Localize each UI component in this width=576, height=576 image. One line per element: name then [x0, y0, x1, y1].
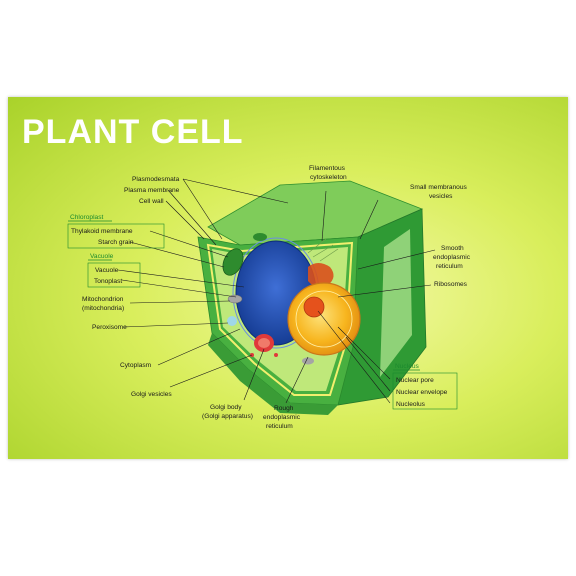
labels: Plasmodesmata Plasma membrane Cell wall …: [70, 165, 471, 430]
cytoskeleton-lines: [307, 238, 339, 262]
label-mitochondrion-2: (mitochondria): [82, 305, 124, 312]
label-smooth-er-2: endoplasmic: [433, 254, 471, 261]
chloroplast-small-shape: [253, 233, 267, 241]
label-thylakoid: Thylakoid membrane: [71, 228, 133, 235]
peroxisome-shape: [227, 316, 237, 326]
label-smooth-er-3: reticulum: [436, 263, 463, 270]
label-smooth-er-1: Smooth: [441, 245, 464, 252]
cell-block: [197, 180, 427, 415]
golgi-vesicle-shape-2: [274, 353, 278, 357]
label-nuclear-envelope: Nuclear envelope: [396, 389, 448, 396]
rough-er-shape: [308, 263, 334, 288]
label-nucleolus: Nucleolus: [396, 401, 426, 408]
label-cell-wall: Cell wall: [139, 198, 164, 205]
cell-lower-slab: [208, 333, 338, 415]
label-rough-er-2: endoplasmic: [263, 414, 301, 421]
plant-cell-poster: PLANT CELL: [8, 97, 568, 459]
label-plasma-membrane: Plasma membrane: [124, 187, 180, 194]
label-rough-er-1: Rough: [274, 405, 294, 412]
nucleus-group-box: [392, 372, 458, 410]
label-nuclear-pore: Nuclear pore: [396, 377, 434, 384]
label-small-membranous-1: Small membranous: [410, 184, 468, 191]
label-filamentous-1: Filamentous: [309, 165, 346, 172]
label-ribosomes: Ribosomes: [434, 281, 468, 288]
label-chloroplast-group: Chloroplast: [70, 214, 104, 221]
label-starch: Starch grain: [98, 239, 134, 246]
label-vacuole: Vacuole: [95, 267, 119, 274]
label-small-membranous-2: vesicles: [429, 193, 453, 200]
label-nucleus-group: Nucleus: [395, 363, 420, 370]
label-peroxisome: Peroxisome: [92, 324, 127, 331]
label-plasmodesmata: Plasmodesmata: [132, 176, 180, 183]
group-boxes: [67, 220, 458, 410]
label-cytoplasm: Cytoplasm: [120, 362, 152, 369]
mitochondrion-shape: [227, 294, 243, 304]
label-filamentous-2: cytoskeleton: [310, 174, 347, 181]
plant-cell-diagram: Plasmodesmata Plasma membrane Cell wall …: [67, 165, 471, 430]
chloroplast-group-box: [67, 223, 165, 249]
nuclear-envelope-shape: [295, 290, 353, 348]
mitochondrion-shape-2: [302, 357, 314, 365]
label-mitochondrion-1: Mitochondrion: [82, 296, 124, 303]
label-golgi-vesicles: Golgi vesicles: [131, 391, 172, 398]
cell-right-highlight: [380, 229, 412, 377]
label-golgi-body-2: (Golgi apparatus): [202, 413, 253, 420]
vacuole-group-box: [87, 262, 141, 288]
golgi-body-shape: [254, 334, 274, 352]
chloroplast-shape: [222, 248, 244, 276]
label-rough-er-3: reticulum: [266, 423, 293, 430]
poster-title: PLANT CELL: [22, 113, 244, 151]
nucleolus-shape: [303, 296, 325, 318]
label-vacuole-group: Vacuole: [90, 253, 114, 260]
label-tonoplast: Tonoplast: [94, 278, 122, 285]
leader-lines: [117, 178, 436, 404]
label-golgi-body-1: Golgi body: [210, 404, 242, 411]
